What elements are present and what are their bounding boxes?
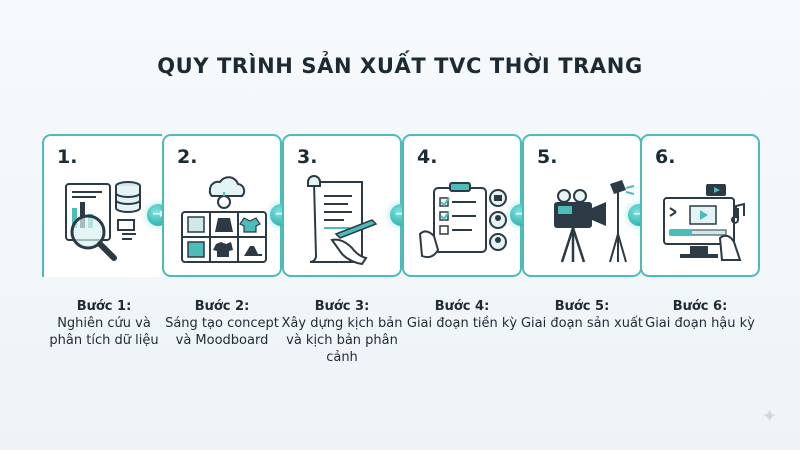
script-writing-icon	[307, 175, 378, 266]
step-card-2: 2.	[162, 134, 282, 277]
step-desc: Nghiên cứu và phân tích dữ liệu	[49, 316, 159, 348]
step-number: 5.	[537, 146, 558, 168]
step-head: Bước 4:	[434, 299, 490, 314]
sparkle-icon: ✦	[762, 406, 778, 427]
step-head: Bước 1:	[76, 299, 132, 314]
step-number: 4.	[417, 146, 438, 168]
step-head: Bước 5:	[554, 299, 610, 314]
step-label-6: Bước 6: Giai đoạn hậu kỳ	[636, 298, 764, 332]
step-card-5: 5.	[522, 134, 642, 277]
step-desc: Giai đoạn hậu kỳ	[645, 316, 755, 331]
step-desc: Giai đoạn sản xuất	[520, 316, 644, 331]
step-head: Bước 3:	[314, 299, 370, 314]
step-number: 6.	[655, 146, 676, 168]
step-number: 1.	[57, 146, 78, 168]
step-label-4: Bước 4: Giai đoạn tiền kỳ	[398, 298, 526, 332]
page-title: QUY TRÌNH SẢN XUẤT TVC THỜI TRANG	[157, 54, 643, 78]
data-analysis-icon	[65, 181, 141, 261]
video-editing-icon	[663, 184, 745, 261]
step-desc: Sáng tạo concept và Moodboard	[165, 316, 279, 348]
step-head: Bước 6:	[672, 299, 728, 314]
video-camera-icon	[554, 180, 635, 263]
step-number: 3.	[297, 146, 318, 168]
step-head: Bước 2:	[194, 299, 250, 314]
step-card-6: 6.	[640, 134, 760, 277]
step-card-1: 1.	[42, 134, 162, 277]
step-card-3: 3.	[282, 134, 402, 277]
step-label-2: Bước 2: Sáng tạo concept và Moodboard	[158, 298, 286, 349]
step-desc: Giai đoạn tiền kỳ	[406, 316, 518, 331]
step-label-1: Bước 1: Nghiên cứu và phân tích dữ liệu	[40, 298, 168, 349]
step-desc: Xây dựng kịch bản và kịch bản phân cảnh	[281, 316, 403, 365]
step-number: 2.	[177, 146, 198, 168]
step-label-5: Bước 5: Giai đoạn sản xuất	[518, 298, 646, 332]
moodboard-icon	[181, 176, 267, 263]
checklist-casting-icon	[418, 182, 507, 259]
step-label-3: Bước 3: Xây dựng kịch bản và kịch bản ph…	[278, 298, 406, 366]
step-card-4: 4.	[402, 134, 522, 277]
